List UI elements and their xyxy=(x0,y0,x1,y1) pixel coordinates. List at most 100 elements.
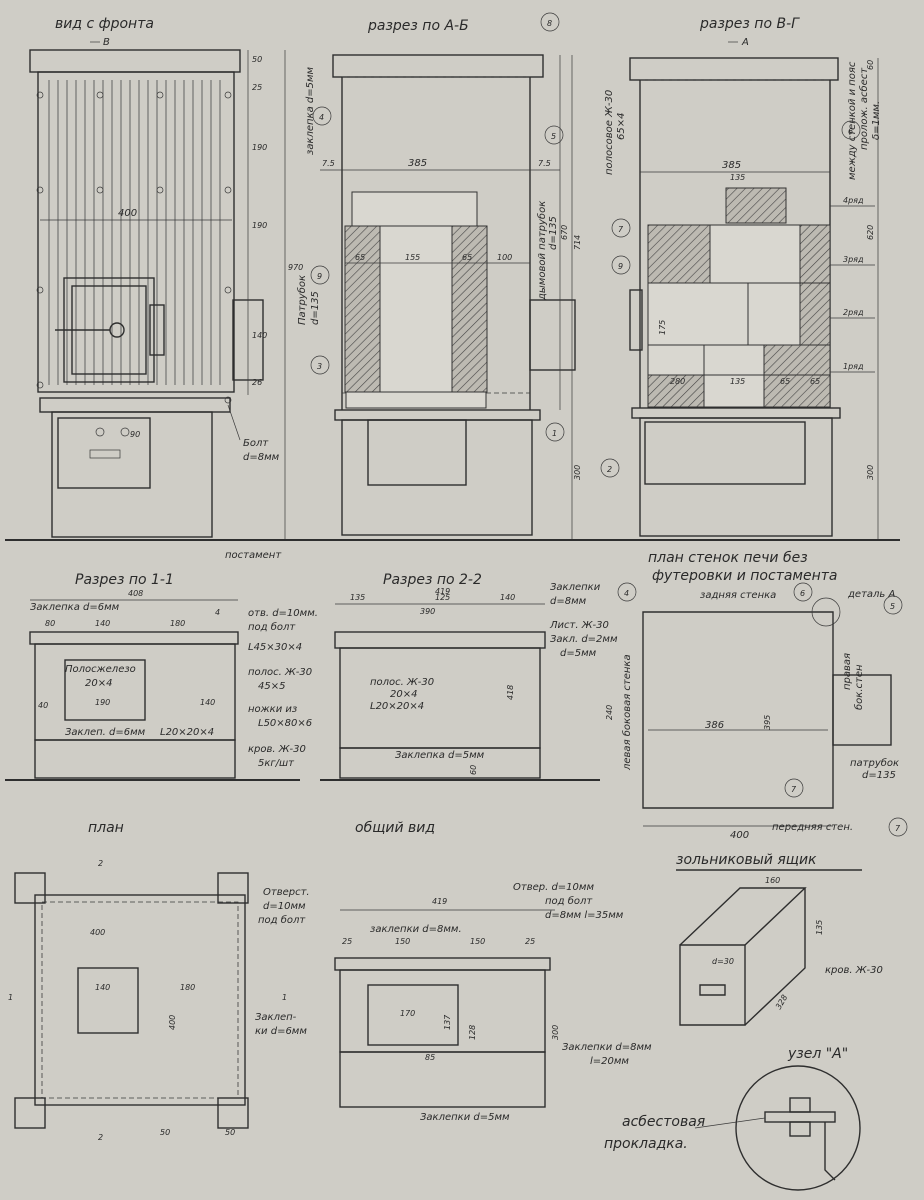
dim-418: 418 xyxy=(506,685,515,700)
ashbox-dim-135: 135 xyxy=(815,920,824,935)
ashbox-dim-160: 160 xyxy=(765,876,780,885)
row-1-label: 1ряд xyxy=(843,362,864,371)
row-2-label: 2ряд xyxy=(843,308,864,317)
callout-4: 4 xyxy=(319,113,324,122)
sec22-strip-label: полос. Ж-30 xyxy=(370,677,434,688)
strip-size: 65×4 xyxy=(616,113,627,140)
sec22-strip-size: 20×4 xyxy=(390,689,417,700)
asbestos-gasket-label: асбестовая xyxy=(622,1114,705,1130)
back-wall-label: задняя стенка xyxy=(700,590,776,601)
brick-rows: 4ряд 3ряд 2ряд 1ряд xyxy=(830,196,875,373)
section-vg-pedestal xyxy=(639,417,833,537)
top-brick xyxy=(351,191,478,227)
gen-rivets8-label: Заклепки d=8мм xyxy=(562,1042,652,1053)
callout-7: 7 xyxy=(618,225,624,234)
plan-hole-d: d=10мм xyxy=(263,901,306,912)
plan-dim-50b: 50 xyxy=(225,1128,235,1137)
dim-26: 26 xyxy=(252,378,262,387)
ash-door xyxy=(57,417,151,489)
callout-7b: 7 xyxy=(791,785,797,794)
sec11-rivet-label: Заклепка d=6мм xyxy=(30,602,120,613)
node-a: узел "А" асбестовая прокладка. xyxy=(604,1046,861,1191)
row4-brick xyxy=(725,187,787,224)
sec22-sheet-label: Лист. Ж-30 xyxy=(549,620,609,631)
dim-395: 395 xyxy=(763,715,772,730)
dim-65a: 65 xyxy=(355,253,365,262)
gen-dim-150a: 150 xyxy=(395,937,410,946)
dim-vg-620: 620 xyxy=(866,225,875,240)
gen-rivets8-length: l=20мм xyxy=(590,1056,629,1067)
wall-plan: план стенок печи без футеровки и постаме… xyxy=(605,550,908,841)
dim-total-height: 970 xyxy=(288,263,303,272)
sec22-rivets-d: d=8мм xyxy=(550,596,587,607)
ashbox-side xyxy=(744,888,806,1026)
dim-386: 386 xyxy=(705,720,724,731)
plan-dim-180: 180 xyxy=(180,983,195,992)
plan-dim-400b: 400 xyxy=(168,1015,177,1030)
sec22-title: Разрез по 2-2 xyxy=(383,572,482,588)
section-vg-title: разрез по В-Г xyxy=(699,16,800,32)
callout-7c: 7 xyxy=(895,824,901,833)
node-a-title: узел "А" xyxy=(787,1046,848,1062)
plan-mark-2-top: 2 xyxy=(98,859,103,868)
sec22-rivet2-d: d=5мм xyxy=(560,648,597,659)
dim-400-wp: 400 xyxy=(730,830,749,841)
gen-dim-128: 128 xyxy=(468,1025,477,1040)
gen-bolt-label: под болт xyxy=(545,895,593,907)
plan-mark-1b: 1 xyxy=(282,993,287,1002)
plan-outline xyxy=(34,894,246,1106)
sec11-angle-label: L45×30×4 xyxy=(248,642,302,653)
section-mark-a: А xyxy=(741,37,749,48)
sec22-rivet2-label: Закл. d=2мм xyxy=(550,634,618,645)
sec22-legs xyxy=(339,747,541,779)
dim-190b: 190 xyxy=(252,221,267,230)
ash-box: зольниковый ящик 160 135 328 d=30 кров. … xyxy=(676,852,883,1026)
gen-legs xyxy=(339,1051,546,1108)
dim-4: 4 xyxy=(215,608,220,617)
callout-2: 2 xyxy=(607,465,612,474)
gen-hole-label: Отвер. d=10мм xyxy=(513,882,594,893)
dim-180: 180 xyxy=(170,619,185,628)
ashbox-dim-d30: d=30 xyxy=(712,957,734,966)
left-wall-label: левая боковая стенка xyxy=(621,654,633,771)
asbestos-label: пролож. асбест xyxy=(858,67,870,150)
gen-dim-300: 300 xyxy=(551,1025,560,1040)
dim-vg-300: 300 xyxy=(866,465,875,480)
callout-4b: 4 xyxy=(624,589,629,598)
right-wall-label: правая xyxy=(842,653,853,690)
dim-90: 90 xyxy=(130,430,140,439)
flue-pipe xyxy=(529,299,576,371)
gen-dim-150b: 150 xyxy=(470,937,485,946)
dim-vg-65b: 65 xyxy=(810,377,820,386)
front-body xyxy=(37,71,235,393)
plan-hole-label: Отверст. xyxy=(263,887,310,898)
dim-300: 300 xyxy=(573,465,582,480)
callout-5b: 5 xyxy=(890,602,895,611)
dim-vg-135: 135 xyxy=(730,173,745,182)
row-3-label: 3ряд xyxy=(843,255,864,264)
sec11-title: Разрез по 1-1 xyxy=(75,572,174,588)
wall-plan-outline xyxy=(642,611,834,809)
plan-dim-50a: 50 xyxy=(160,1128,170,1137)
general-title: общий вид xyxy=(355,820,435,836)
wall-plan-title: план стенок печи без xyxy=(648,550,808,566)
dim-140-s22: 140 xyxy=(500,593,515,602)
sec11-strip-label: полос. Ж-30 xyxy=(248,667,312,678)
gen-rivets-label: заклепки d=8мм. xyxy=(370,924,462,935)
wall-pipe-label: патрубок xyxy=(850,757,899,769)
plug-label: заклепка d=5мм xyxy=(305,66,316,155)
gen-dim-85: 85 xyxy=(425,1053,435,1062)
gen-door xyxy=(367,984,459,1046)
sec11-legs-size: L50×80×6 xyxy=(258,718,312,729)
front-view-title: вид с фронта xyxy=(55,16,154,32)
front-view: вид с фронта B 400 50 25 190 190 140 26 … xyxy=(5,16,330,561)
callout-5: 5 xyxy=(551,132,556,141)
wall-plan-pipe xyxy=(832,674,892,746)
right-lining xyxy=(451,225,488,393)
section-ab-cap xyxy=(332,54,544,78)
dim-65b: 65 xyxy=(462,253,472,262)
dim-75b: 7.5 xyxy=(538,159,551,168)
callout-3: 3 xyxy=(317,362,322,371)
callout-9b: 9 xyxy=(618,262,623,271)
dim-135-s22: 135 xyxy=(350,593,365,602)
